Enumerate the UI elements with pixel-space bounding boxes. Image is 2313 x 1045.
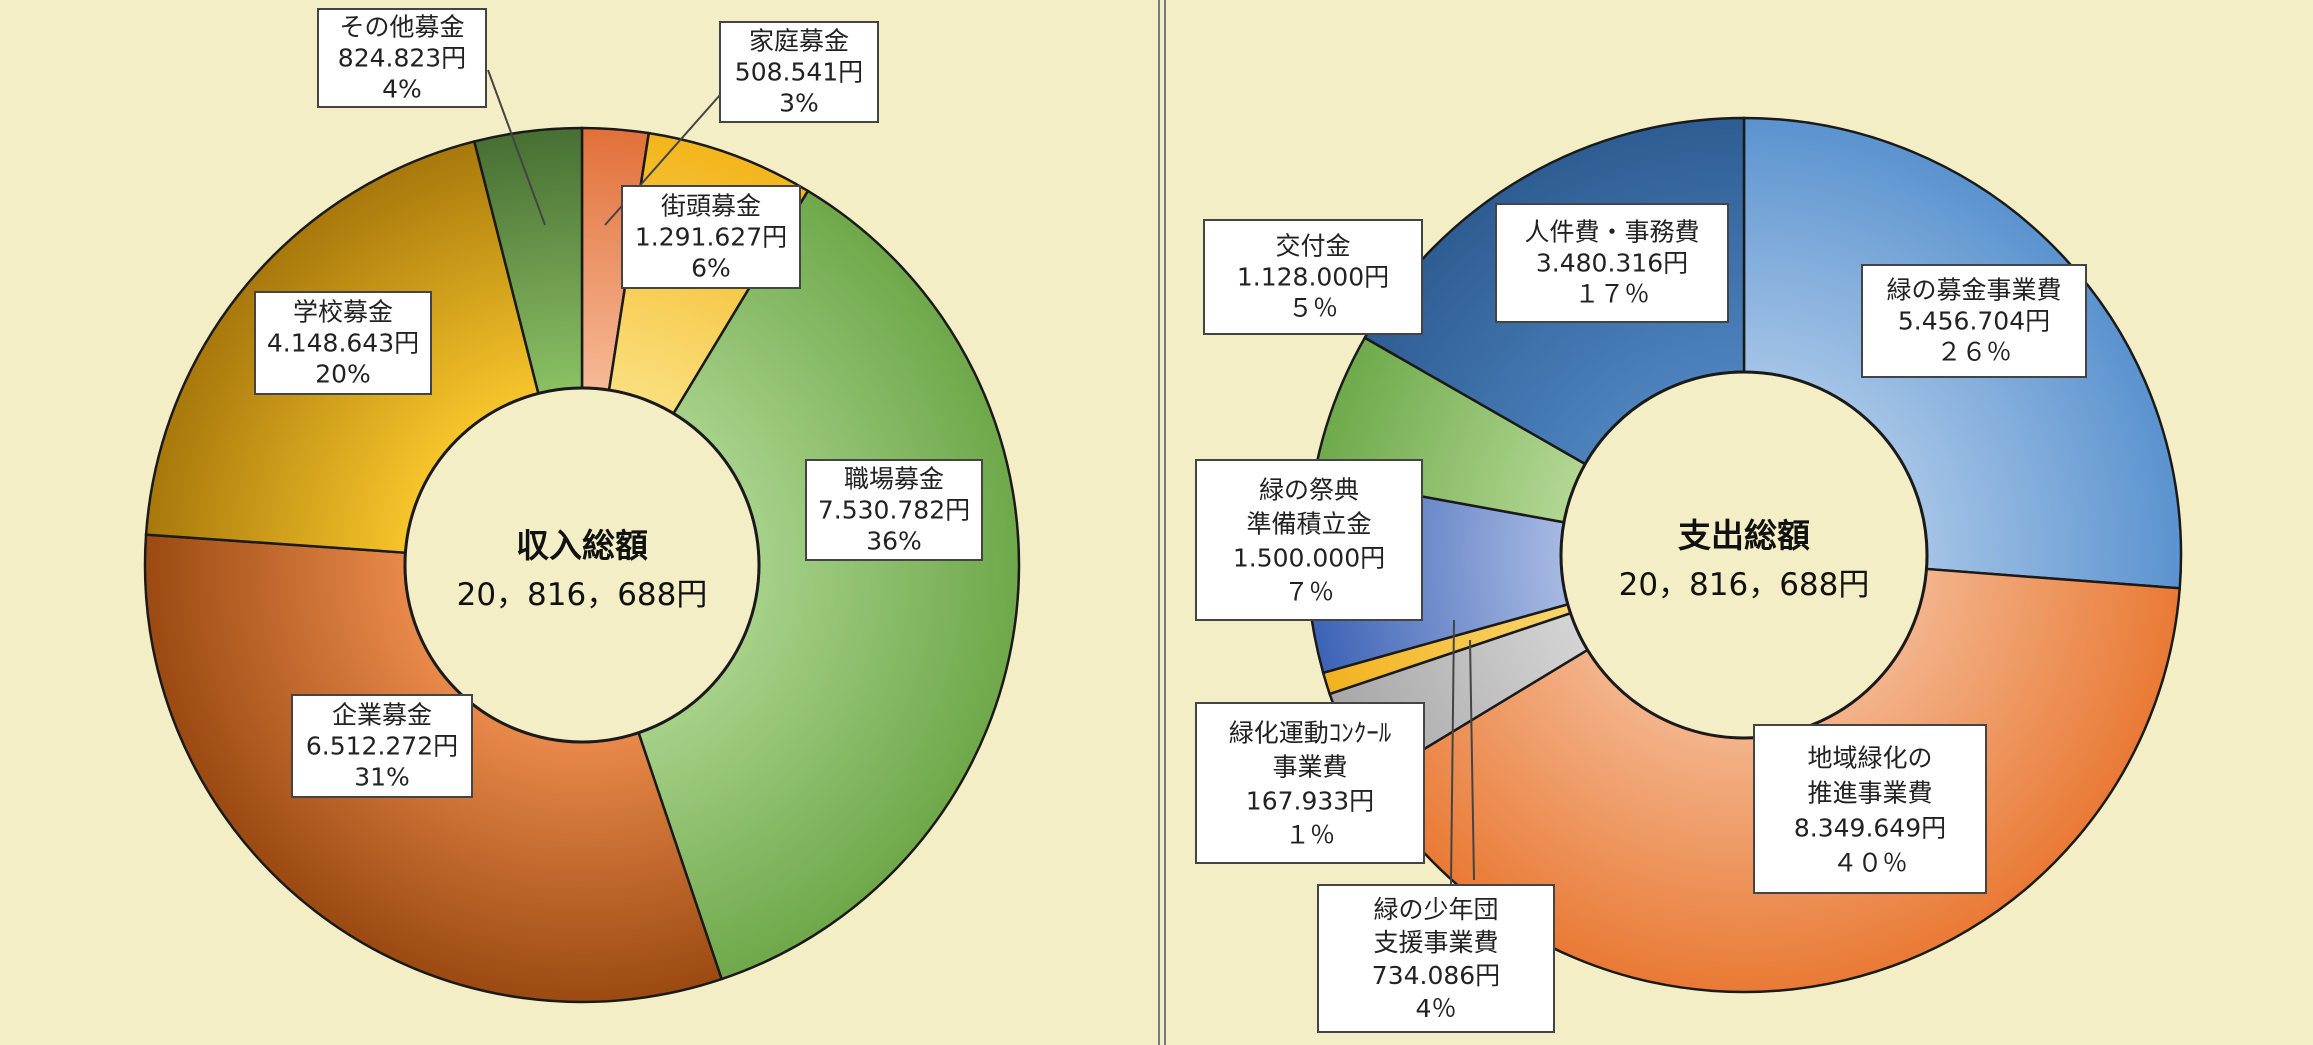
label-concours-line-3: 167.933円 — [1246, 787, 1374, 816]
label-concours-box — [1195, 702, 1425, 864]
label-kigyo-box — [291, 694, 473, 798]
label-bokin-jigyo-line-3: ２６％ — [1936, 338, 2011, 367]
label-shonendan-line-2: 支援事業費 — [1373, 928, 1498, 957]
label-gaito-line-1: 街頭募金 — [661, 192, 761, 221]
label-katei-line-1: 家庭募金 — [749, 27, 849, 56]
leader-shonendan — [1450, 619, 1455, 886]
label-shokuba-line-2: 7.530.782円 — [818, 496, 970, 525]
label-sonota-box — [317, 8, 487, 108]
panel-divider — [1158, 0, 1160, 1045]
label-gaito-box — [621, 185, 801, 289]
label-sonota-line-1: その他募金 — [339, 13, 464, 42]
income-center-hole — [403, 386, 761, 744]
label-shokuba-box — [805, 459, 983, 561]
expense-center-value: 20，816，688円 — [1619, 567, 1870, 603]
label-concours-line-2: 事業費 — [1272, 753, 1347, 782]
label-jinkenhi-line-1: 人件費・事務費 — [1524, 218, 1699, 247]
label-kigyo-line-2: 6.512.272円 — [306, 732, 458, 761]
label-katei-line-3: 3% — [779, 89, 819, 118]
label-bokin-jigyo-box — [1861, 264, 2087, 378]
label-kofukin-line-3: ５％ — [1288, 294, 1338, 323]
label-jinkenhi-line-3: １７％ — [1574, 280, 1649, 309]
label-katei-box — [719, 21, 879, 123]
label-bokin-jigyo-line-1: 緑の募金事業費 — [1886, 276, 2061, 305]
label-jinkenhi-box — [1495, 203, 1729, 323]
label-sonota-line-3: 4% — [382, 75, 422, 104]
label-gakko-line-1: 学校募金 — [293, 298, 393, 327]
expense-donut-chart: 支出総額20，816，688円人件費・事務費3.480.316円１７％交付金1.… — [1195, 116, 2183, 1033]
label-bokin-jigyo-line-2: 5.456.704円 — [1898, 307, 2050, 336]
label-gakko-box — [254, 291, 432, 395]
label-shonendan-line-1: 緑の少年団 — [1373, 895, 1498, 924]
panel-divider — [1164, 0, 1166, 1045]
label-gaito-line-2: 1.291.627円 — [635, 223, 787, 252]
label-gaito-line-3: 6% — [691, 254, 731, 283]
label-chiiki-box — [1753, 724, 1987, 894]
label-shonendan-box — [1317, 884, 1555, 1033]
income-center-value: 20，816，688円 — [457, 577, 708, 613]
label-kofukin-box — [1203, 219, 1423, 335]
label-jinkenhi-line-2: 3.480.316円 — [1536, 249, 1688, 278]
label-kofukin-line-1: 交付金 — [1275, 232, 1350, 261]
label-saiten-box — [1195, 459, 1423, 621]
label-shonendan-line-4: 4％ — [1416, 994, 1457, 1023]
label-kigyo-line-3: 31% — [354, 763, 410, 792]
label-gakko-line-2: 4.148.643円 — [267, 329, 419, 358]
label-saiten-line-1: 緑の祭典 — [1259, 476, 1359, 505]
expense-center-title: 支出総額 — [1678, 516, 1810, 555]
label-saiten-line-3: 1.500.000円 — [1233, 544, 1385, 573]
label-concours-line-4: １％ — [1285, 821, 1335, 850]
label-kofukin-line-2: 1.128.000円 — [1237, 263, 1389, 292]
label-shonendan-line-3: 734.086円 — [1372, 961, 1500, 990]
expense-center-hole — [1559, 370, 1929, 740]
label-saiten-line-4: ７％ — [1284, 578, 1334, 607]
label-shokuba-line-3: 36% — [866, 527, 922, 556]
label-chiiki-line-2: 推進事業費 — [1807, 778, 1932, 807]
label-chiiki-line-1: 地域緑化の — [1807, 743, 1932, 772]
leader-sonota — [487, 69, 546, 226]
label-katei-line-2: 508.541円 — [735, 58, 863, 87]
label-kigyo-line-1: 企業募金 — [332, 701, 432, 730]
label-chiiki-line-3: 8.349.649円 — [1794, 813, 1946, 842]
label-gakko-line-3: 20% — [315, 360, 371, 389]
label-shokuba-line-1: 職場募金 — [844, 465, 944, 494]
income-center-title: 収入総額 — [516, 526, 648, 565]
label-concours-line-1: 緑化運動ｺﾝｸｰﾙ — [1229, 719, 1392, 748]
label-chiiki-line-4: ４０％ — [1832, 848, 1907, 877]
label-concours: 緑化運動ｺﾝｸｰﾙ 事業費 167.933円 １％ — [1195, 702, 1425, 864]
label-saiten-line-2: 準備積立金 — [1246, 510, 1371, 539]
label-sonota-line-2: 824.823円 — [338, 44, 466, 73]
leader-concours — [1469, 639, 1475, 881]
